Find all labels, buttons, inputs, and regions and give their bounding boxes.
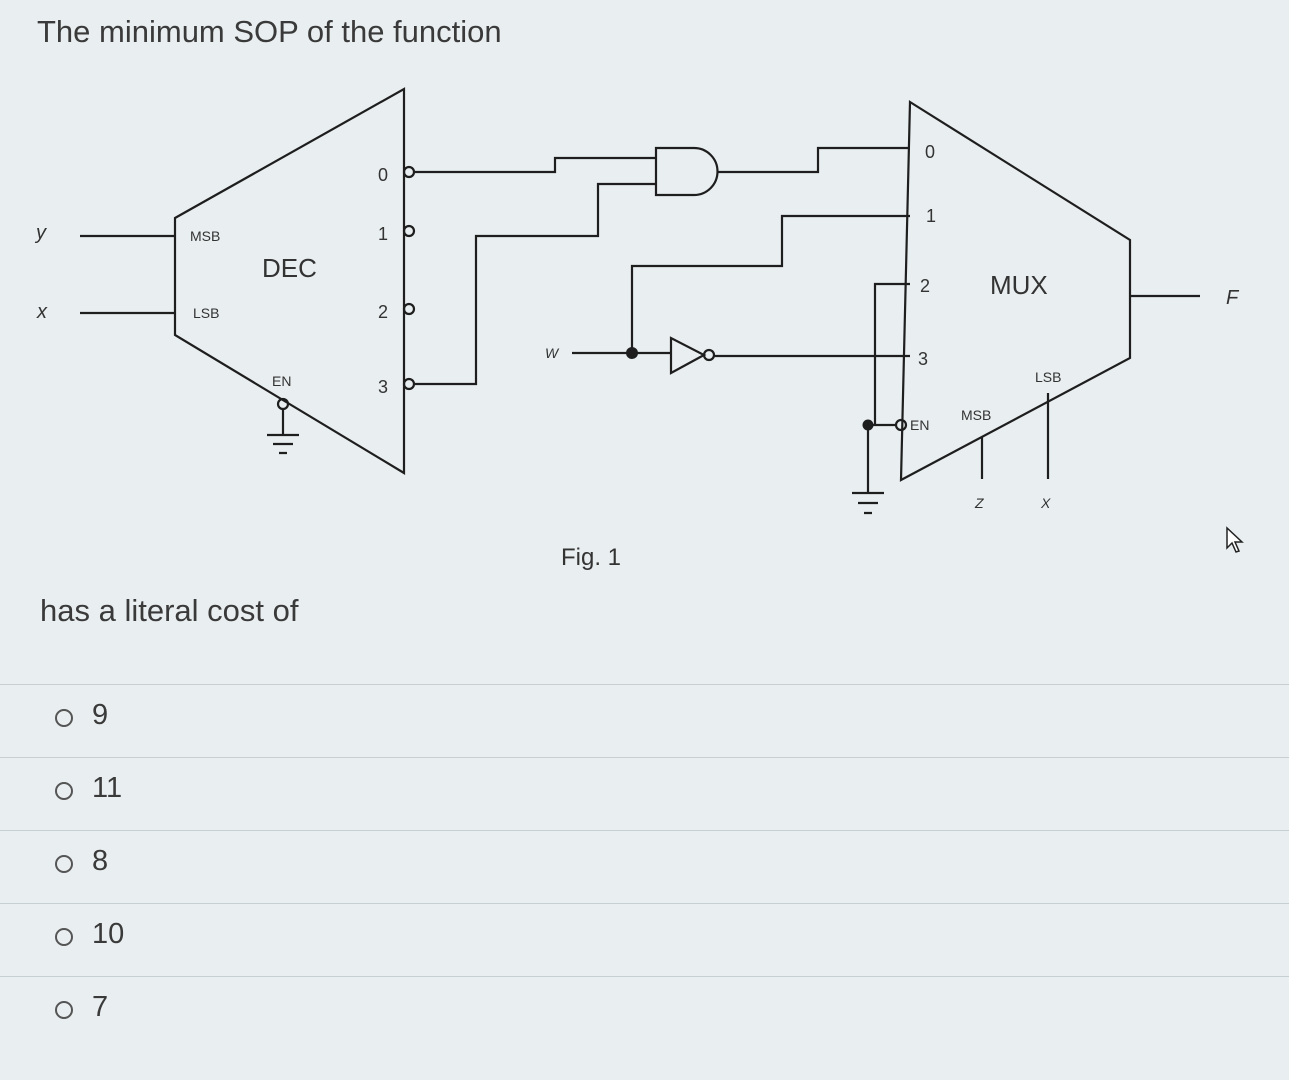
radio-button[interactable] [55, 782, 73, 800]
figure-caption: Fig. 1 [561, 544, 621, 571]
mux-msb-label: MSB [961, 407, 991, 423]
option-7[interactable]: 7 [0, 976, 1289, 1049]
decoder-lsb-label: LSB [193, 305, 219, 321]
decoder-output-0: 0 [378, 165, 388, 185]
decoder-enable-label: EN [272, 373, 291, 389]
option-label: 9 [92, 699, 109, 731]
radio-button[interactable] [55, 1001, 73, 1019]
mux-enable-bubble [894, 418, 908, 432]
question-intro: The minimum SOP of the function [37, 14, 502, 49]
mux-lsb-label: LSB [1035, 369, 1061, 385]
signal-y-label: y [34, 222, 47, 244]
option-9[interactable]: 9 [0, 684, 1289, 757]
decoder-output-3: 3 [378, 377, 388, 397]
radio-button[interactable] [55, 709, 73, 727]
decoder-msb-label: MSB [190, 228, 220, 244]
signal-x-label: x [36, 301, 48, 323]
option-11[interactable]: 11 [0, 757, 1289, 830]
radio-button[interactable] [55, 855, 73, 873]
decoder-name: DEC [262, 253, 317, 283]
and-gate [654, 146, 719, 197]
decoder-output-2: 2 [378, 302, 388, 322]
mouse-cursor-icon [1226, 526, 1244, 553]
mux: MUX 0 1 2 3 EN MSB LSB [899, 100, 1132, 482]
mux-input-1: 1 [926, 206, 936, 226]
signal-z-label: Z [974, 495, 984, 511]
option-label: 10 [92, 918, 125, 950]
decoder: DEC MSB LSB EN 0 1 2 3 [173, 87, 416, 475]
inverter [669, 336, 707, 375]
option-label: 11 [92, 772, 123, 804]
mux-input-0: 0 [925, 142, 935, 162]
option-label: 8 [92, 845, 109, 877]
mux-input-3: 3 [918, 349, 928, 369]
signal-w-label: W [545, 345, 560, 361]
mux-enable-label: EN [910, 417, 929, 433]
answer-options: 9 11 8 10 7 [0, 684, 1289, 1049]
decoder-output-1: 1 [378, 224, 388, 244]
signal-x-bottom-label: X [1040, 495, 1051, 511]
mux-name: MUX [990, 270, 1048, 300]
radio-button[interactable] [55, 928, 73, 946]
option-8[interactable]: 8 [0, 830, 1289, 903]
question-tail: has a literal cost of [40, 593, 299, 628]
mux-input-2: 2 [920, 276, 930, 296]
option-10[interactable]: 10 [0, 903, 1289, 976]
option-label: 7 [92, 991, 109, 1023]
signal-f-label: F [1226, 287, 1240, 309]
circuit-diagram: DEC MSB LSB EN 0 1 2 3 y x W MUX 0 1 2 [34, 87, 1240, 571]
